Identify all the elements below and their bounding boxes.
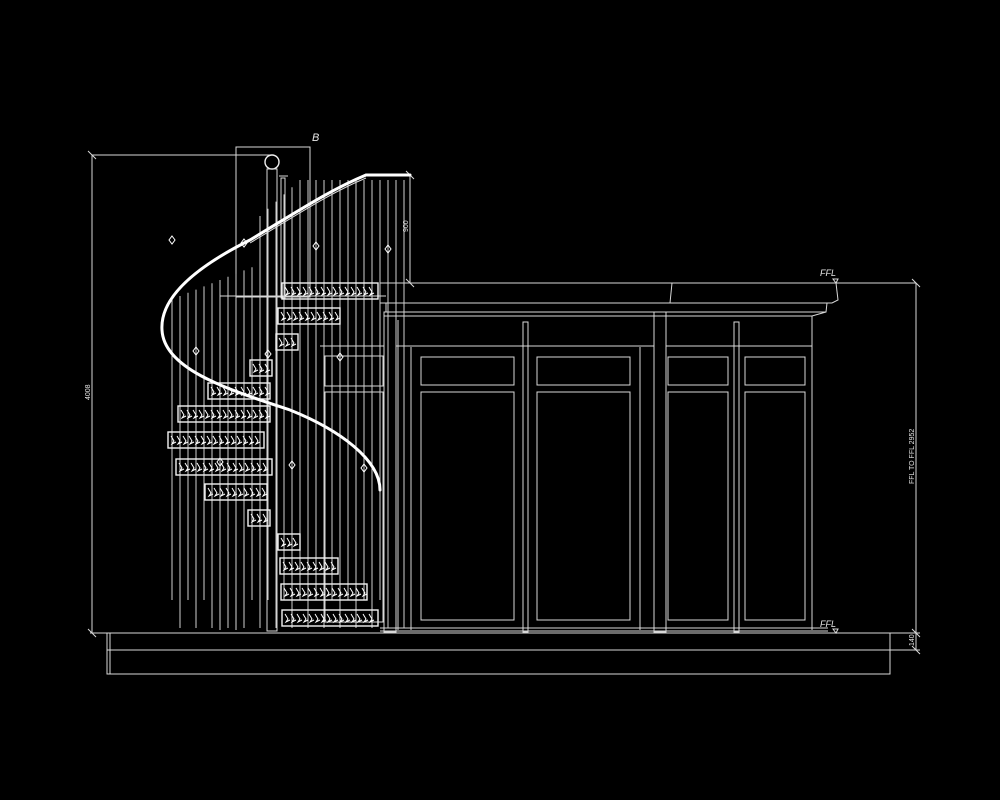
- stair-newel-post: [264, 154, 288, 632]
- pilasters: [383, 311, 813, 633]
- stair-tread: [177, 405, 271, 423]
- stair-tread: [249, 359, 273, 377]
- stair-tread: [207, 382, 271, 400]
- ffl-bottom-marker-icon: [832, 628, 839, 634]
- stair-tread: [281, 282, 379, 300]
- stair-tread: [204, 483, 268, 501]
- tread-ornament: [250, 513, 269, 524]
- stair-tread: [247, 509, 271, 527]
- baluster-diamond-ornament: [168, 235, 176, 245]
- baluster-diamond-ornament: [312, 241, 320, 251]
- baluster-diamond-ornament: [288, 460, 296, 470]
- tread-ornament: [283, 587, 368, 598]
- tread-ornament: [170, 435, 261, 446]
- tread-ornament: [178, 462, 269, 473]
- tread-ornament: [282, 561, 337, 572]
- tread-ornament: [280, 537, 299, 548]
- stair-tread: [277, 307, 341, 325]
- baluster-diamond-ornament: [360, 463, 368, 473]
- stair-tread: [281, 609, 379, 627]
- baluster-diamond-ornament: [336, 352, 344, 362]
- ffl-bottom-label: FFL: [820, 619, 836, 629]
- baluster-diamond-ornament: [216, 457, 224, 467]
- stair-tread: [279, 557, 339, 575]
- tread-ornament: [180, 409, 271, 420]
- stair-tread: [175, 458, 273, 476]
- facade-openings: [320, 320, 828, 633]
- dim-overall-height: 4008: [85, 384, 92, 400]
- ffl-top-marker-icon: [832, 278, 839, 284]
- tread-ornament: [278, 337, 297, 348]
- dim-floor-to-floor: FFL TO FFL 2952: [909, 429, 916, 484]
- tread-ornament: [252, 363, 271, 374]
- stair-handrail: [160, 173, 412, 492]
- tread-ornament: [284, 613, 375, 624]
- tread-ornament: [284, 286, 375, 297]
- section-marker-label: B: [312, 132, 319, 144]
- stair-tread: [277, 533, 301, 551]
- baluster-diamond-ornament: [264, 349, 272, 359]
- stair-tread: [167, 431, 265, 449]
- tread-ornament: [280, 311, 341, 322]
- stair-treads: [167, 282, 379, 627]
- stair-tread: [280, 583, 368, 601]
- stair-balusters: [168, 180, 405, 628]
- baluster-diamond-ornament: [192, 346, 200, 356]
- dim-plinth: 140: [909, 634, 916, 646]
- tread-ornament: [207, 487, 268, 498]
- baluster-diamond-ornament: [384, 244, 392, 254]
- stair-tread: [275, 333, 299, 351]
- plinth: [90, 632, 920, 675]
- ffl-top-label: FFL: [820, 268, 836, 278]
- dim-handrail-height: 900: [403, 220, 410, 232]
- dimension-lines: [87, 146, 921, 655]
